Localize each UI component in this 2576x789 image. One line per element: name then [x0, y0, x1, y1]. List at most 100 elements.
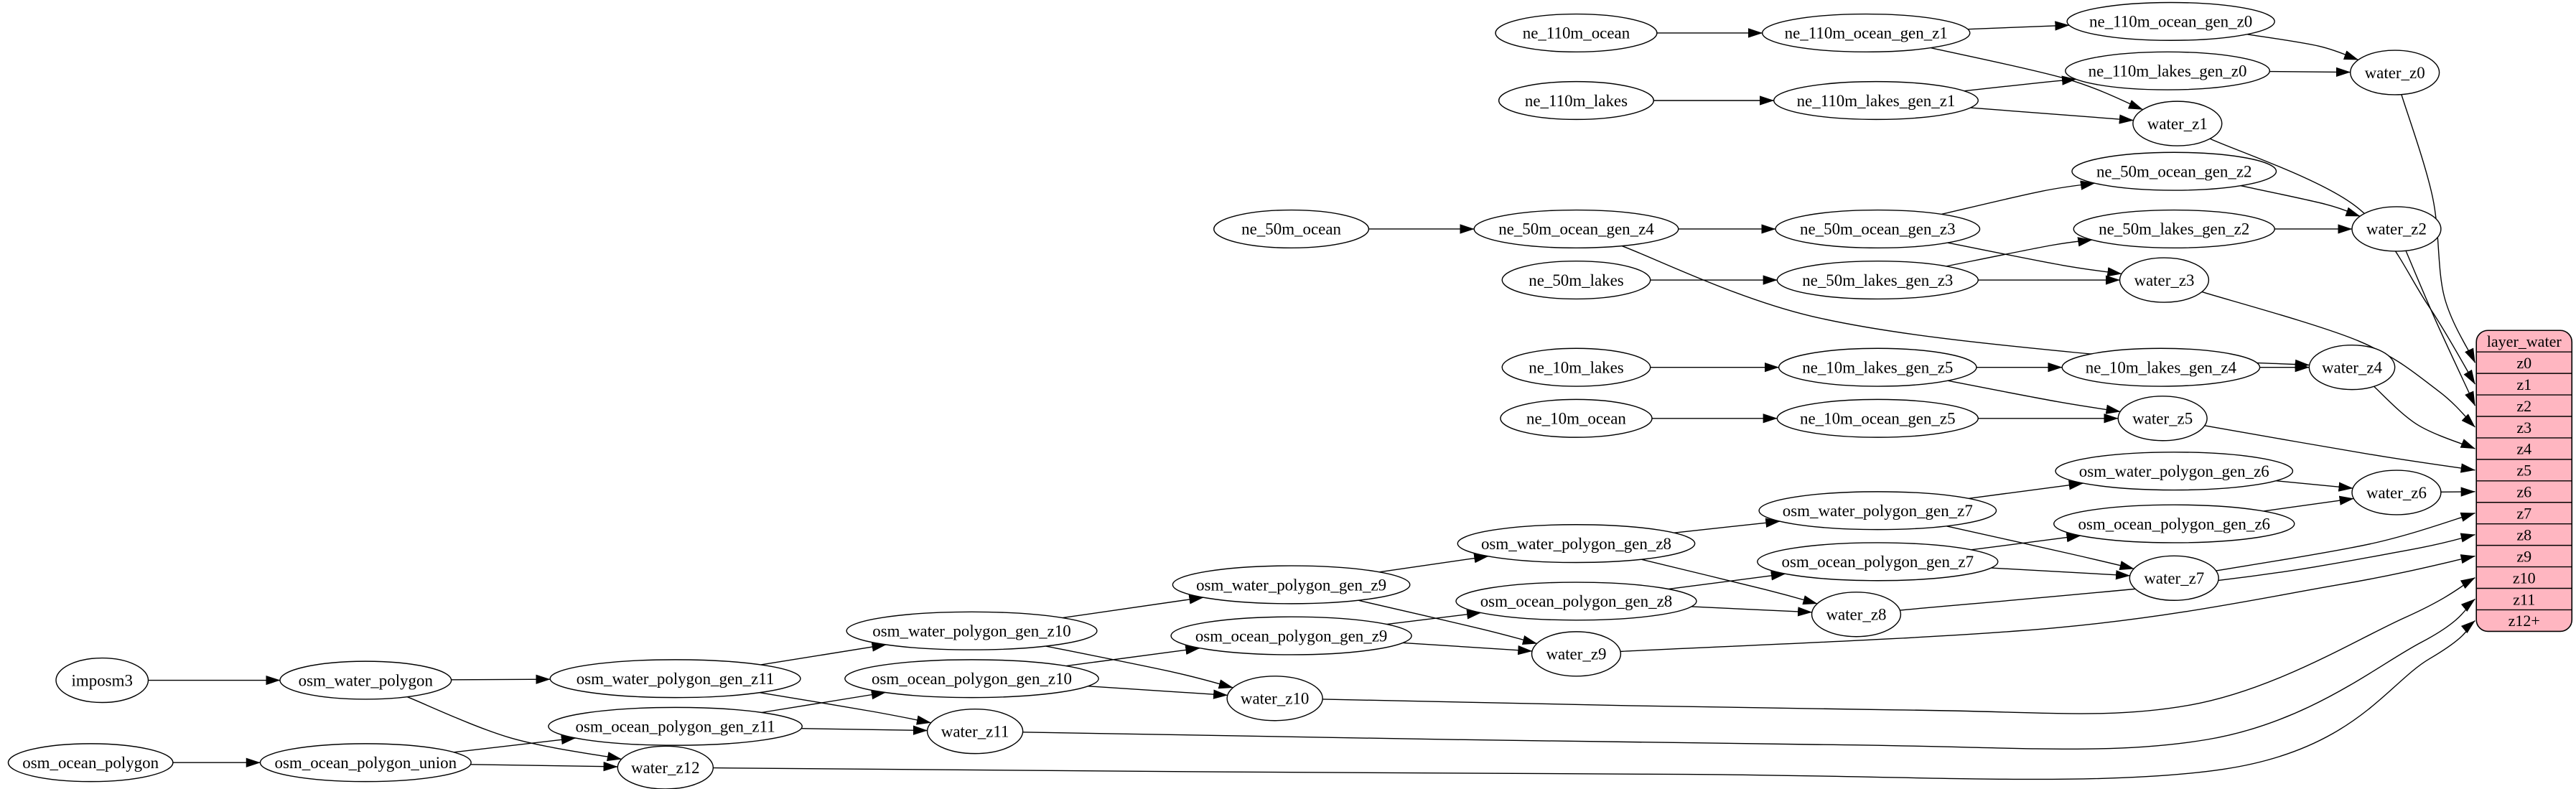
node-label-water_z6: water_z6 [2366, 484, 2427, 502]
node-ellipse-osm_water_polygon_gen_z6 [2055, 452, 2294, 491]
node-water_z2: water_z2 [2351, 206, 2442, 252]
node-label-ne_50m_ocean_gen_z3: ne_50m_ocean_gen_z3 [1800, 220, 1956, 238]
edge-osm_water_polygon_gen_z7-to-osm_water_polygon_gen_z6 [1969, 480, 2083, 499]
edge-osm_water_polygon-to-osm_water_polygon_gen_z11 [451, 674, 551, 684]
node-ellipse-water_z4 [2308, 344, 2396, 391]
node-water_z9: water_z9 [1531, 631, 1622, 677]
table-row-z8: z8 [2516, 526, 2531, 543]
node-label-water_z7: water_z7 [2144, 569, 2204, 587]
node-ellipse-osm_ocean_polygon_gen_z7 [1757, 542, 1999, 582]
edge-osm_water_polygon_gen_z8-to-water_z8 [1641, 559, 1818, 605]
node-osm_water_polygon_gen_z9: osm_water_polygon_gen_z9 [1172, 565, 1411, 604]
edge-water_z0-to-table-z0 [2401, 94, 2475, 363]
edge-osm_ocean_polygon_union-to-water_z12 [470, 762, 618, 772]
edge-osm_ocean_polygon_gen_z8-to-osm_ocean_polygon_gen_z7 [1669, 571, 1786, 590]
node-label-osm_water_polygon_gen_z7: osm_water_polygon_gen_z7 [1783, 502, 1973, 520]
node-label-water_z5: water_z5 [2132, 410, 2193, 428]
node-water_z0: water_z0 [2349, 50, 2440, 95]
node-ellipse-osm_ocean_polygon_union [259, 743, 472, 783]
edge-water_z12-to-table-z12+ [713, 620, 2475, 780]
node-osm_ocean_polygon: osm_ocean_polygon [7, 743, 174, 783]
node-label-osm_ocean_polygon_gen_z11: osm_ocean_polygon_gen_z11 [576, 718, 775, 736]
table-row-z1: z1 [2516, 375, 2531, 393]
edge-ne_50m_ocean_gen_z3-to-ne_50m_ocean_gen_z2 [1941, 180, 2096, 215]
node-label-water_z4: water_z4 [2322, 358, 2383, 376]
node-ne_50m_ocean_gen_z2: ne_50m_ocean_gen_z2 [2071, 151, 2277, 191]
edge-water_z10-to-table-z10 [1322, 577, 2475, 714]
node-label-osm_water_polygon: osm_water_polygon [299, 671, 434, 689]
node-ellipse-water_z10 [1226, 676, 1323, 722]
node-ne_10m_ocean_gen_z5: ne_10m_ocean_gen_z5 [1776, 398, 1979, 438]
node-ellipse-osm_water_polygon_gen_z10 [846, 611, 1098, 650]
node-ellipse-ne_110m_lakes_gen_z1 [1773, 80, 1979, 121]
edge-water_z8-to-table-z8 [1900, 533, 2475, 611]
node-water_z5: water_z5 [2117, 396, 2208, 442]
node-ellipse-water_z3 [2119, 257, 2210, 303]
node-ellipse-water_z5 [2117, 396, 2208, 442]
edge-osm_water_polygon_gen_z8-to-osm_water_polygon_gen_z7 [1674, 518, 1781, 533]
node-label-water_z11: water_z11 [941, 722, 1009, 740]
node-osm_water_polygon_gen_z7: osm_water_polygon_gen_z7 [1758, 491, 1997, 531]
node-ellipse-ne_50m_ocean_gen_z4 [1473, 209, 1679, 249]
node-ellipse-water_z2 [2351, 206, 2442, 252]
node-ellipse-ne_10m_lakes_gen_z5 [1778, 347, 1977, 387]
nodes-layer: ne_110m_ocean ne_110m_ocean_gen_z1 ne_110m… [7, 1, 2442, 789]
edge-ne_50m_ocean_gen_z2-to-water_z2 [2240, 185, 2361, 217]
node-ne_110m_ocean_gen_z0: ne_110m_ocean_gen_z0 [2066, 1, 2275, 41]
edge-water_z7-to-table-z7 [2216, 512, 2475, 571]
node-label-ne_10m_ocean_gen_z5: ne_10m_ocean_gen_z5 [1800, 410, 1956, 428]
node-ellipse-imposm3 [55, 657, 149, 704]
node-osm_water_polygon_gen_z11: osm_water_polygon_gen_z11 [549, 659, 801, 699]
node-water_z3: water_z3 [2119, 257, 2210, 303]
edge-osm_water_polygon_gen_z9-to-water_z9 [1358, 599, 1538, 645]
node-label-ne_10m_lakes: ne_10m_lakes [1529, 358, 1624, 376]
node-label-water_z9: water_z9 [1546, 645, 1606, 663]
table-border [2475, 330, 2573, 632]
edge-ne_50m_ocean_gen_z3-to-water_z3 [1947, 242, 2122, 277]
table-row-z6: z6 [2516, 483, 2531, 501]
edge-ne_50m_ocean_gen_z4-to-water_z4 [1621, 245, 2310, 369]
edge-ne_110m_ocean_gen_z1-to-ne_110m_ocean_gen_z0 [1967, 21, 2070, 31]
node-osm_water_polygon: osm_water_polygon [279, 660, 452, 700]
node-ellipse-ne_110m_ocean_gen_z1 [1761, 13, 1971, 53]
node-label-ne_110m_ocean_gen_z1: ne_110m_ocean_gen_z1 [1785, 24, 1948, 42]
node-ellipse-ne_110m_lakes_gen_z0 [2065, 51, 2271, 90]
node-label-ne_10m_ocean: ne_10m_ocean [1526, 410, 1626, 428]
node-osm_ocean_polygon_gen_z10: osm_ocean_polygon_gen_z10 [844, 659, 1099, 699]
table-row-z11: z11 [2513, 590, 2535, 608]
node-label-ne_50m_lakes: ne_50m_lakes [1529, 271, 1624, 289]
node-ellipse-osm_water_polygon_gen_z8 [1457, 524, 1696, 564]
node-ne_110m_lakes: ne_110m_lakes [1498, 80, 1655, 121]
node-ellipse-osm_water_polygon_gen_z9 [1172, 565, 1411, 604]
node-label-ne_50m_lakes_gen_z3: ne_50m_lakes_gen_z3 [1802, 271, 1953, 289]
node-label-osm_ocean_polygon_gen_z6: osm_ocean_polygon_gen_z6 [2078, 515, 2270, 533]
edge-osm_water_polygon-to-water_z12 [407, 696, 622, 762]
edge-osm_water_polygon_gen_z10-to-water_z10 [1045, 645, 1233, 689]
table-layer: layer_waterz0z1z2z3z4z5z6z7z8z9z10z11z12… [2475, 330, 2573, 632]
node-label-osm_water_polygon_gen_z9: osm_water_polygon_gen_z9 [1196, 576, 1386, 594]
edge-osm_ocean_polygon_gen_z10-to-osm_ocean_polygon_gen_z9 [1065, 645, 1200, 667]
node-ellipse-ne_50m_ocean [1213, 209, 1370, 249]
node-label-ne_50m_ocean_gen_z2: ne_50m_ocean_gen_z2 [2096, 162, 2252, 180]
node-ne_110m_ocean: ne_110m_ocean [1495, 13, 1658, 53]
node-ellipse-ne_50m_lakes [1501, 260, 1651, 300]
node-label-osm_ocean_polygon: osm_ocean_polygon [22, 754, 159, 772]
node-label-ne_110m_lakes_gen_z0: ne_110m_lakes_gen_z0 [2089, 62, 2247, 80]
node-ne_10m_lakes: ne_10m_lakes [1501, 347, 1651, 387]
edge-ne_110m_ocean_gen_z0-to-water_z0 [2247, 34, 2359, 60]
node-ellipse-ne_50m_lakes_gen_z2 [2073, 209, 2275, 249]
node-ne_50m_lakes: ne_50m_lakes [1501, 260, 1651, 300]
edge-osm_water_polygon_gen_z10-to-osm_water_polygon_gen_z9 [1062, 594, 1204, 619]
node-ellipse-osm_water_polygon [279, 660, 452, 700]
node-osm_water_polygon_gen_z10: osm_water_polygon_gen_z10 [846, 611, 1098, 650]
node-label-osm_ocean_polygon_gen_z8: osm_ocean_polygon_gen_z8 [1480, 592, 1673, 610]
node-osm_ocean_polygon_union: osm_ocean_polygon_union [259, 743, 472, 783]
table-row-z5: z5 [2516, 462, 2531, 480]
node-ellipse-ne_10m_lakes [1501, 347, 1651, 387]
node-ellipse-water_z11 [926, 708, 1024, 755]
node-label-imposm3: imposm3 [72, 671, 133, 689]
node-label-osm_ocean_polygon_gen_z9: osm_ocean_polygon_gen_z9 [1195, 627, 1388, 645]
node-ellipse-water_z0 [2349, 50, 2440, 95]
node-ne_50m_ocean: ne_50m_ocean [1213, 209, 1370, 249]
